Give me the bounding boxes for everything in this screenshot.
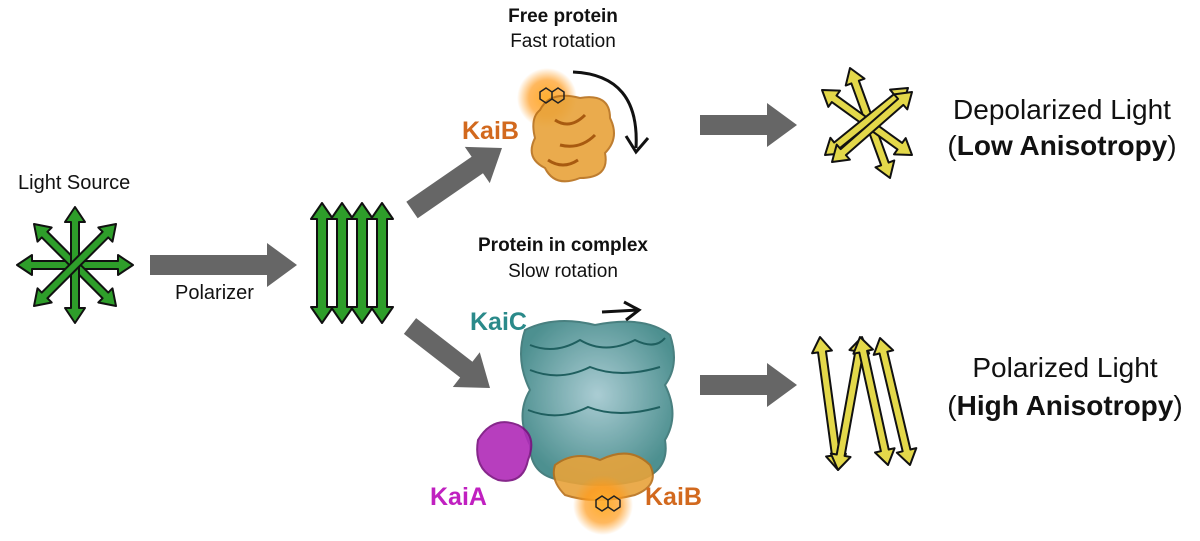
high-anisotropy-text: High Anisotropy xyxy=(956,390,1174,421)
light-source-label: Light Source xyxy=(18,172,131,194)
double-arrow-icon xyxy=(852,336,896,466)
complex-title: Protein in complex xyxy=(478,235,648,256)
double-arrow-icon xyxy=(310,202,334,324)
kaia-structure xyxy=(476,421,533,482)
slow-rotation-arrow-icon xyxy=(601,308,639,314)
free-protein-title: Free protein xyxy=(508,6,618,27)
double-arrow-icon xyxy=(831,91,913,163)
fluorophore-icon xyxy=(539,87,565,104)
polarized-light-icon xyxy=(811,336,918,471)
process-arrow-icon xyxy=(406,146,502,219)
double-arrow-icon xyxy=(370,202,394,324)
free-protein-subtitle: Fast rotation xyxy=(510,31,616,52)
light-source-unpolarized-icon xyxy=(16,206,134,324)
fluorophore-glow xyxy=(573,475,633,535)
kaic-label: KaiC xyxy=(470,308,527,336)
kai-complex-protein xyxy=(476,300,675,535)
free-kaib-protein xyxy=(517,68,650,183)
process-arrow-icon xyxy=(700,103,797,147)
paren: ) xyxy=(1167,130,1177,161)
low-anisotropy-label: (Low Anisotropy) xyxy=(947,130,1176,162)
double-arrow-icon xyxy=(32,222,118,308)
double-arrow-icon xyxy=(330,202,354,324)
process-arrow-icon xyxy=(700,363,797,407)
double-arrow-icon xyxy=(872,337,918,466)
polarized-title: Polarized Light xyxy=(972,352,1158,383)
kaib-free-label: KaiB xyxy=(462,117,519,145)
polarized-green-light-icon xyxy=(310,202,394,324)
depolarized-title: Depolarized Light xyxy=(953,94,1171,125)
depolarized-light-icon xyxy=(821,67,913,179)
kaia-label: KaiA xyxy=(430,483,487,511)
process-arrows xyxy=(150,103,797,407)
process-arrow-icon xyxy=(150,243,297,287)
kaib-complex-label: KaiB xyxy=(645,483,702,511)
fluorophore-icon xyxy=(595,495,621,512)
low-anisotropy-text: Low Anisotropy xyxy=(956,130,1168,161)
paren: ( xyxy=(947,130,957,161)
paren: ( xyxy=(947,390,957,421)
double-arrow-icon xyxy=(350,202,374,324)
complex-subtitle: Slow rotation xyxy=(508,261,618,282)
process-arrow-icon xyxy=(403,318,490,388)
paren: ) xyxy=(1173,390,1183,421)
high-anisotropy-label: (High Anisotropy) xyxy=(947,390,1182,422)
fast-rotation-arrow-icon xyxy=(572,70,638,149)
polarizer-label: Polarizer xyxy=(175,282,254,304)
